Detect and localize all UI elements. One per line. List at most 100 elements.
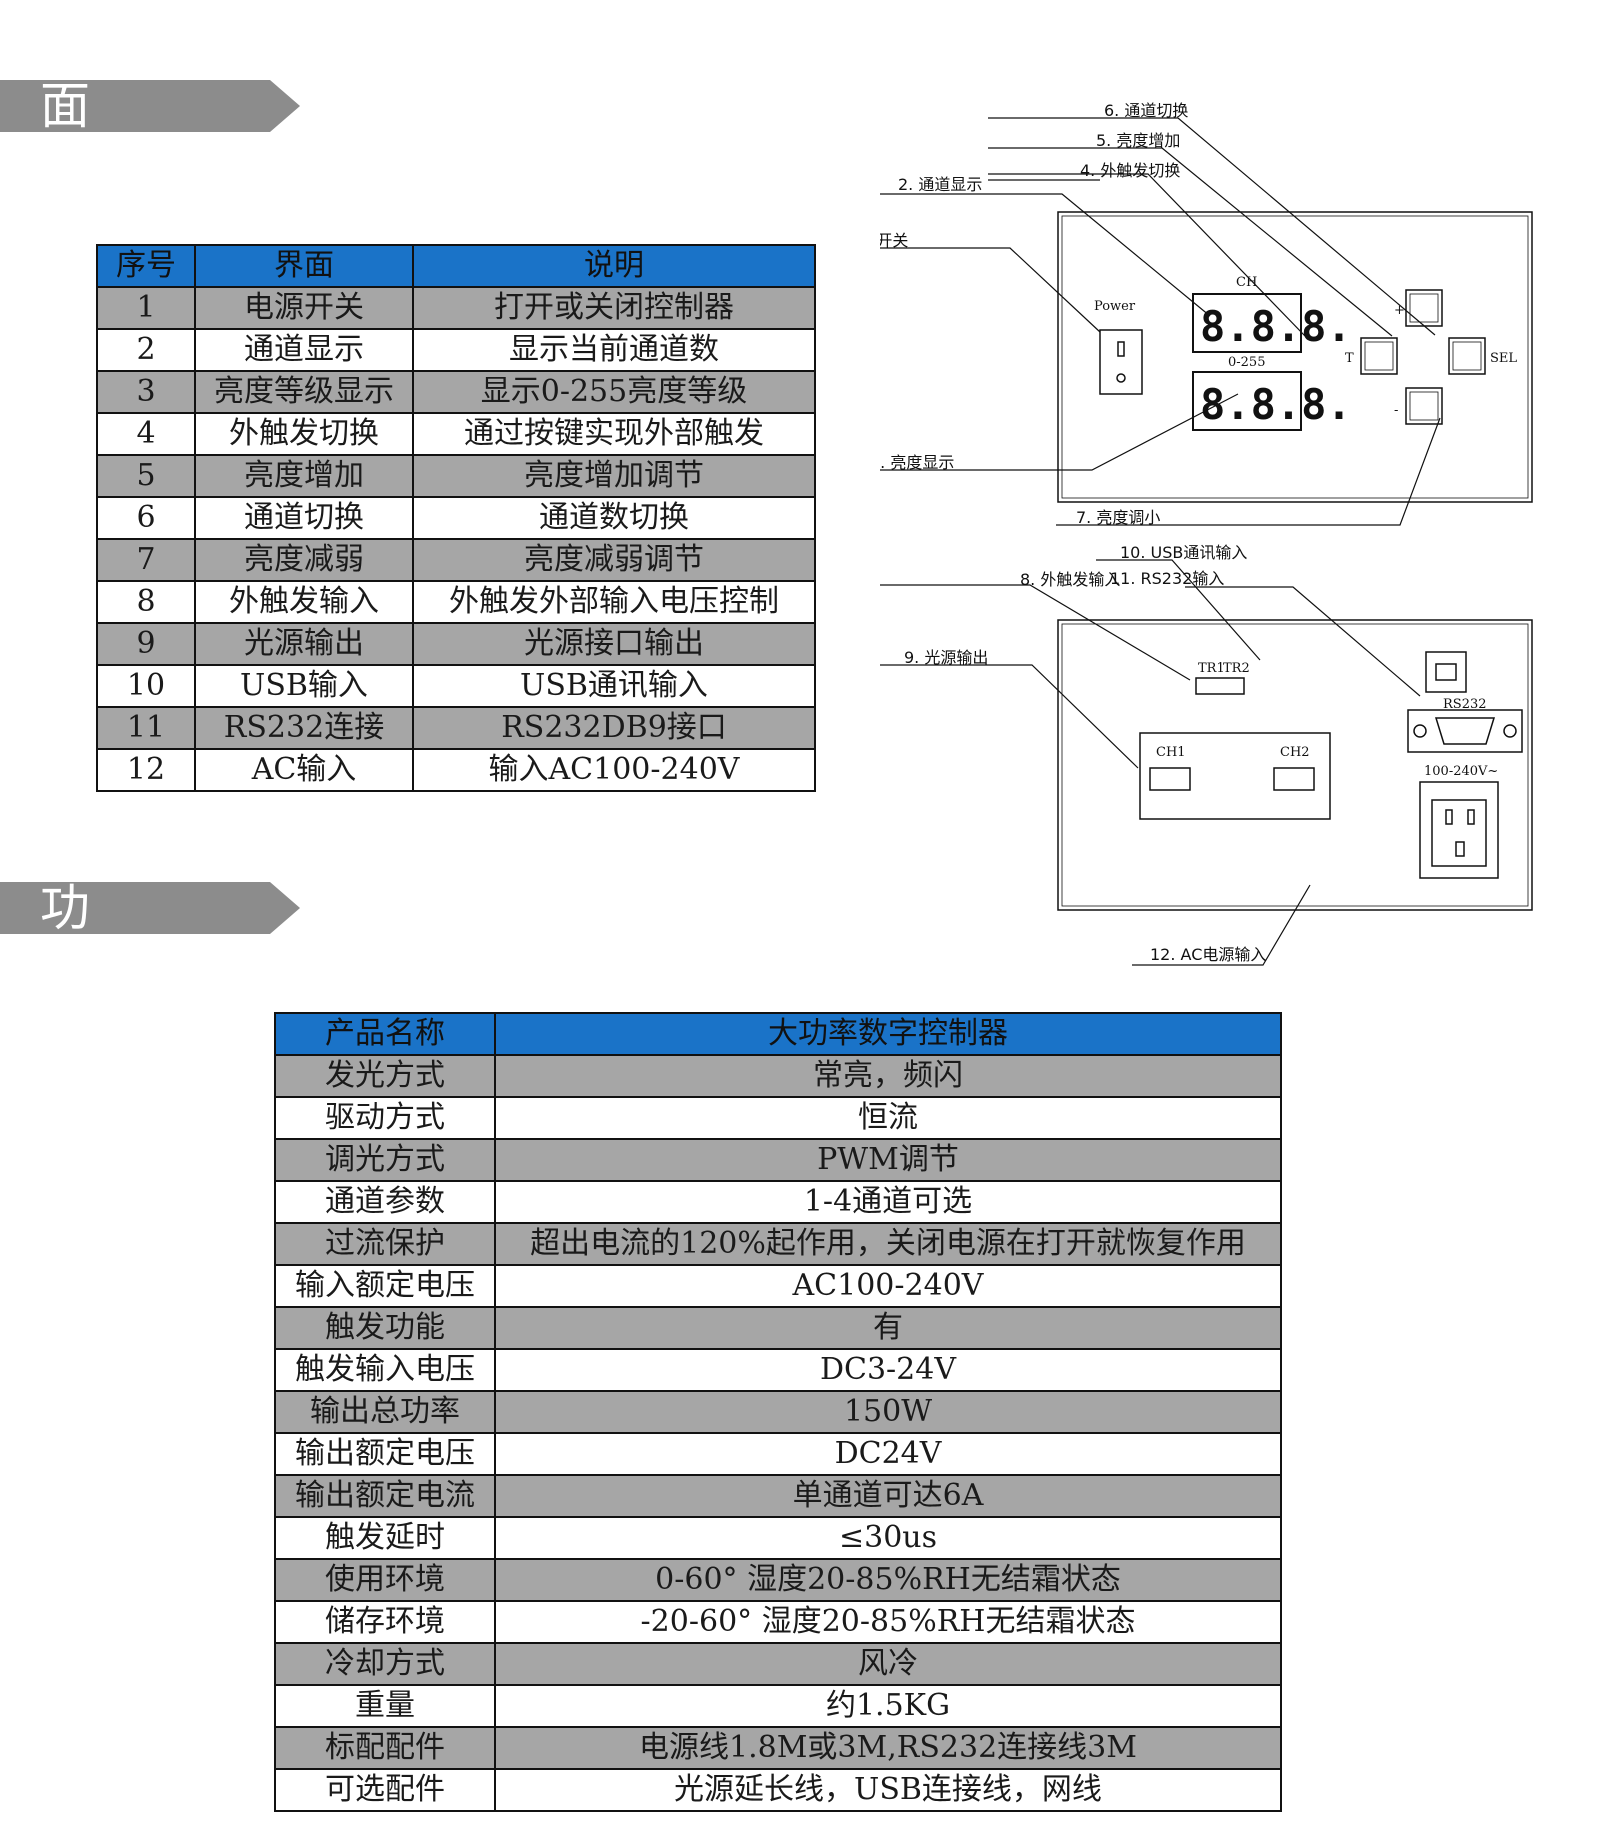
banner-arrow-shape (0, 882, 300, 934)
minus-button-inner (1409, 391, 1439, 421)
cell-parameter-name: 发光方式 (274, 1054, 496, 1098)
cell-description: 外触发外部输入电压控制 (412, 580, 816, 624)
cell-description: 光源接口输出 (412, 622, 816, 666)
ch2-label: CH2 (1280, 745, 1310, 760)
cell-index: 11 (96, 706, 196, 750)
cell-parameter-value: 风冷 (494, 1642, 1282, 1686)
rs232-port (1407, 709, 1523, 753)
usb-port-inner (1435, 663, 1457, 681)
cell-parameter-name: 驱动方式 (274, 1096, 496, 1140)
section-title-panel: 面板说明 (40, 77, 92, 315)
plus-button (1405, 289, 1443, 327)
cell-description: 亮度增加调节 (412, 454, 816, 498)
cell-index: 6 (96, 496, 196, 540)
callout-7: 7. 亮度调小 (1076, 508, 1160, 527)
callout-1: 1. 电源开关 (880, 231, 908, 250)
cell-parameter-value: 约1.5KG (494, 1684, 1282, 1728)
ac-inlet-inner (1431, 799, 1487, 867)
tr1-label: TR1 (1198, 661, 1225, 676)
header-cell-description: 说明 (412, 244, 816, 288)
cell-parameter-value: ≤30us (494, 1516, 1282, 1560)
table-row: 可选配件光源延长线，USB连接线，网线 (274, 1768, 1282, 1812)
cell-parameter-value: 1-4通道可选 (494, 1180, 1282, 1224)
cell-parameter-name: 输出额定电流 (274, 1474, 496, 1518)
cell-index: 5 (96, 454, 196, 498)
power-label: Power (1094, 299, 1136, 314)
cell-description: 显示当前通道数 (412, 328, 816, 372)
cell-index: 8 (96, 580, 196, 624)
front-panel-outline (1057, 211, 1533, 503)
cell-parameter-value: DC3-24V (494, 1348, 1282, 1392)
cell-parameter-value: 0-60° 湿度20-85%RH无结霜状态 (494, 1558, 1282, 1602)
cell-parameter-value: 单通道可达6A (494, 1474, 1282, 1518)
ch-label: CH (1236, 275, 1257, 290)
back-panel-inner (1061, 623, 1529, 907)
table-row: 触发功能有 (274, 1306, 1282, 1350)
cell-parameter-value: PWM调节 (494, 1138, 1282, 1182)
ac-pin-ground (1455, 841, 1465, 857)
cell-parameter-value: 150W (494, 1390, 1282, 1434)
cell-parameter-name: 触发输入电压 (274, 1348, 496, 1392)
cell-parameter-name: 输入额定电压 (274, 1264, 496, 1308)
t-label: T (1345, 351, 1354, 366)
cell-parameter-value: DC24V (494, 1432, 1282, 1476)
cell-index: 4 (96, 412, 196, 456)
panel-diagram: 8.8.8. 8.8.8. Power CH 0-255 + T SEL - T… (880, 100, 1580, 980)
cell-parameter-value: 有 (494, 1306, 1282, 1350)
table-row: 触发延时≤30us (274, 1516, 1282, 1560)
cell-parameter-value: 光源延长线，USB连接线，网线 (494, 1768, 1282, 1812)
cell-interface: 通道切换 (194, 496, 414, 540)
cell-parameter-name: 触发功能 (274, 1306, 496, 1350)
power-switch (1099, 329, 1143, 395)
cell-interface: 亮度增加 (194, 454, 414, 498)
cell-index: 9 (96, 622, 196, 666)
cell-index: 3 (96, 370, 196, 414)
channel-digits: 8.8.8. (1200, 302, 1352, 351)
cell-parameter-value: AC100-240V (494, 1264, 1282, 1308)
callout-4: 4. 外触发切换 (1080, 161, 1180, 180)
callout-12: 12. AC电源输入 (1150, 945, 1266, 964)
cell-interface: RS232连接 (194, 706, 414, 750)
cell-parameter-name: 输出额定电压 (274, 1432, 496, 1476)
rs232-label: RS232 (1443, 697, 1487, 712)
ch2-connector (1273, 767, 1315, 791)
cell-parameter-name: 冷却方式 (274, 1642, 496, 1686)
plus-button-inner (1409, 293, 1439, 323)
ch1-label: CH1 (1156, 745, 1186, 760)
table-row: 输出额定电流单通道可达6A (274, 1474, 1282, 1518)
t-button-inner (1364, 341, 1394, 371)
table-row: 发光方式常亮，频闪 (274, 1054, 1282, 1098)
table-row: 储存环境-20-60° 湿度20-85%RH无结霜状态 (274, 1600, 1282, 1644)
table-row: 重量约1.5KG (274, 1684, 1282, 1728)
tr2-label: TR2 (1223, 661, 1250, 676)
cell-index: 10 (96, 664, 196, 708)
cell-description: 打开或关闭控制器 (412, 286, 816, 330)
cell-parameter-name: 触发延时 (274, 1516, 496, 1560)
ac-pin-right (1467, 809, 1475, 825)
cell-description: 通过按键实现外部触发 (412, 412, 816, 456)
cell-description: 显示0-255亮度等级 (412, 370, 816, 414)
power-switch-mark (1117, 341, 1125, 357)
cell-parameter-value: 恒流 (494, 1096, 1282, 1140)
callout-lines (880, 117, 1441, 966)
trigger-connector (1195, 677, 1245, 695)
cell-interface: 亮度减弱 (194, 538, 414, 582)
header-cell-interface: 界面 (194, 244, 414, 288)
cell-parameter-value: 电源线1.8M或3M,RS232连接线3M (494, 1726, 1282, 1770)
cell-description: 亮度减弱调节 (412, 538, 816, 582)
callout-10: 10. USB通讯输入 (1120, 543, 1247, 562)
table-row: 标配配件电源线1.8M或3M,RS232连接线3M (274, 1726, 1282, 1770)
callout-11: 11. RS232输入 (1110, 569, 1224, 588)
cell-interface: 外触发输入 (194, 580, 414, 624)
cell-parameter-name: 重量 (274, 1684, 496, 1728)
